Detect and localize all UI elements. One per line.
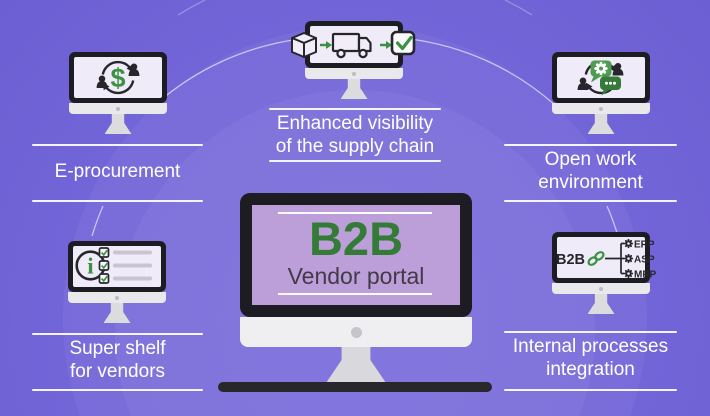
person-icon xyxy=(577,77,589,90)
center-monitor-chin xyxy=(240,317,472,347)
label-rule xyxy=(32,200,203,202)
seller-person-icon xyxy=(128,63,140,76)
panel-label-super-shelf: Super shelf for vendors xyxy=(22,337,213,383)
supply-chain-flow-icon xyxy=(291,30,416,59)
label-line: of the supply chain xyxy=(275,136,435,157)
gear-icon xyxy=(594,61,608,76)
b2b-source-label: B2B xyxy=(556,252,585,268)
arc-mid-left xyxy=(91,205,104,237)
chain-link-icon xyxy=(587,251,605,266)
collaboration-icon xyxy=(577,60,624,96)
label-rule xyxy=(504,144,677,146)
monitor-chin xyxy=(68,292,166,303)
arrow-right-icon xyxy=(320,41,332,49)
checklist-row xyxy=(98,260,152,271)
label-rule xyxy=(32,389,203,391)
monitor-screen xyxy=(74,57,162,98)
delivered-check-icon xyxy=(390,30,416,56)
label-line: environment xyxy=(538,172,643,193)
currency-exchange-icon: $ xyxy=(96,60,140,95)
label-line: E-procurement xyxy=(54,161,181,182)
monitor-stand xyxy=(104,114,132,134)
system-label-mrp: MRP xyxy=(634,270,657,281)
panel-label-open-work: Open work environment xyxy=(499,148,682,194)
label-line: Enhanced visibility xyxy=(276,113,434,134)
label-line: for vendors xyxy=(69,361,166,382)
desk-bar xyxy=(218,382,492,392)
bracket-connector xyxy=(605,242,624,275)
monitor-open-work xyxy=(552,52,650,134)
camera-dot-icon xyxy=(116,106,120,111)
panel-label-internal-processes: Internal processes integration xyxy=(499,335,682,381)
label-rule xyxy=(269,160,441,162)
monitor-e-procurement xyxy=(69,52,167,134)
buyer-person-icon xyxy=(96,75,108,88)
label-line: integration xyxy=(546,359,635,380)
camera-dot-icon xyxy=(599,286,603,291)
monitor-stand xyxy=(587,294,615,314)
camera-dot-icon xyxy=(115,295,119,300)
arc-corner-right xyxy=(504,0,533,16)
portal-subheading: Vendor portal xyxy=(287,263,425,289)
camera-dot-icon xyxy=(350,326,362,338)
package-box-icon xyxy=(291,32,317,58)
label-line: Super shelf xyxy=(69,338,166,359)
screen-rule xyxy=(278,293,432,295)
monitor-chin xyxy=(552,283,650,294)
monitor-chin xyxy=(69,103,167,114)
label-line: Internal processes xyxy=(512,336,669,357)
gear-speech-bubble-icon xyxy=(590,60,612,83)
gear-icon xyxy=(623,253,634,264)
systems-integration-icon: B2B ERP ASP MRP xyxy=(556,238,657,281)
arrow-right-icon xyxy=(380,41,392,49)
monitor-bezel xyxy=(69,52,167,103)
dollar-sign-icon: $ xyxy=(110,63,125,93)
arc-corner-left xyxy=(177,0,206,16)
arc-top-right xyxy=(409,38,556,106)
monitor-stand xyxy=(103,303,131,323)
info-checklist-icon: i xyxy=(75,247,152,284)
gear-icon xyxy=(623,238,634,249)
panel-label-supply-chain: Enhanced visibility of the supply chain xyxy=(264,112,446,158)
monitor-bezel xyxy=(552,52,650,103)
camera-dot-icon xyxy=(352,71,356,76)
monitor-chin xyxy=(552,103,650,114)
center-monitor-screen: B2B Vendor portal xyxy=(252,205,460,305)
camera-dot-icon xyxy=(599,106,603,111)
panel-label-e-procurement: E-procurement xyxy=(22,160,213,183)
label-rule xyxy=(504,200,677,202)
label-rule xyxy=(269,108,441,110)
arc-top-left xyxy=(154,38,301,106)
system-label-erp: ERP xyxy=(634,240,655,251)
info-i-icon: i xyxy=(87,254,94,279)
checklist-row xyxy=(98,247,152,258)
screen-rule xyxy=(278,212,432,214)
portal-heading: B2B xyxy=(308,212,404,265)
label-rule xyxy=(504,389,677,391)
person-icon xyxy=(612,63,624,76)
chat-bubble-icon xyxy=(600,76,621,96)
delivery-truck-icon xyxy=(331,32,372,59)
monitor-stand xyxy=(587,114,615,134)
gear-icon xyxy=(623,268,634,279)
label-rule xyxy=(32,333,203,335)
label-rule xyxy=(32,144,203,146)
label-rule xyxy=(504,331,677,333)
monitor-chin xyxy=(305,68,403,79)
system-label-asp: ASP xyxy=(634,255,655,266)
monitor-stand xyxy=(340,79,368,99)
checklist-row xyxy=(98,273,152,284)
label-line: Open work xyxy=(544,149,637,170)
